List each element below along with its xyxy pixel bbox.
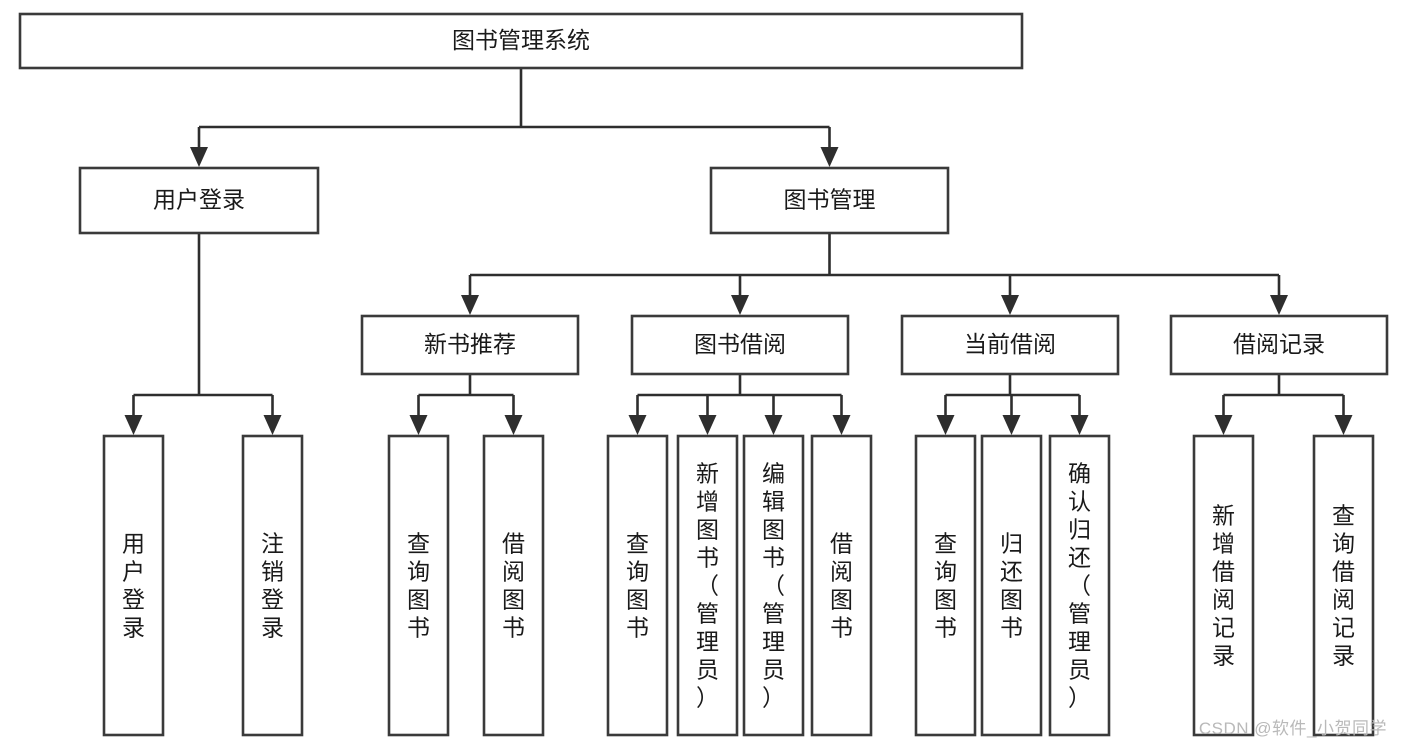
arrow-head-icon	[1214, 415, 1233, 435]
node-label-leaf-add-book: 新增图书（管理员）	[696, 461, 719, 711]
arrow-head-icon	[731, 295, 749, 315]
node-leaf-borrow-book-2[interactable]: 借阅图书	[810, 434, 873, 737]
node-leaf-confirm-return[interactable]: 确认归还（管理员）	[1048, 434, 1111, 737]
node-book-borrow[interactable]: 图书借阅	[630, 314, 850, 376]
node-box-leaf-edit-book	[742, 434, 805, 737]
arrow-head-icon	[832, 415, 851, 435]
node-leaf-logout[interactable]: 注销登录	[241, 434, 304, 737]
arrow-head-icon	[409, 415, 428, 435]
node-box-leaf-query-book-3	[914, 434, 977, 737]
node-box-book-manage	[709, 166, 950, 235]
node-label-new-book-rec: 新书推荐	[424, 331, 516, 357]
node-leaf-add-record[interactable]: 新增借阅记录	[1192, 434, 1255, 737]
edge-group-new-book-rec	[409, 374, 523, 435]
node-box-leaf-logout	[241, 434, 304, 737]
node-leaf-query-book-2[interactable]: 查询图书	[606, 434, 669, 737]
node-label-leaf-query-book-2: 查询图书	[626, 531, 649, 641]
node-box-leaf-confirm-return	[1048, 434, 1111, 737]
node-label-leaf-query-book-1: 查询图书	[407, 531, 430, 641]
node-label-leaf-logout: 注销登录	[261, 531, 284, 641]
edge-group-user-login	[124, 233, 282, 435]
arrow-head-icon	[1270, 295, 1288, 315]
node-box-new-book-rec	[360, 314, 580, 376]
node-box-leaf-query-book-1	[387, 434, 450, 737]
node-label-leaf-borrow-book-1: 借阅图书	[502, 531, 525, 641]
edge-group-borrow-record	[1214, 374, 1353, 435]
node-root[interactable]: 图书管理系统	[18, 12, 1024, 70]
node-box-root	[18, 12, 1024, 70]
arrow-head-icon	[698, 415, 717, 435]
node-label-leaf-return-book: 归还图书	[1000, 531, 1023, 641]
edge-group-root	[190, 68, 839, 167]
node-leaf-borrow-book-1[interactable]: 借阅图书	[482, 434, 545, 737]
node-box-leaf-return-book	[980, 434, 1043, 737]
node-label-leaf-user-login: 用户登录	[122, 531, 145, 641]
arrow-head-icon	[124, 415, 143, 435]
node-label-root: 图书管理系统	[452, 27, 590, 53]
node-box-user-login	[78, 166, 320, 235]
node-box-leaf-query-book-2	[606, 434, 669, 737]
node-box-leaf-add-book	[676, 434, 739, 737]
node-box-leaf-borrow-book-1	[482, 434, 545, 737]
node-box-leaf-borrow-book-2	[810, 434, 873, 737]
node-label-leaf-add-record: 新增借阅记录	[1212, 503, 1235, 669]
arrow-head-icon	[764, 415, 783, 435]
node-box-borrow-record	[1169, 314, 1389, 376]
arrow-head-icon	[628, 415, 647, 435]
node-borrow-record[interactable]: 借阅记录	[1169, 314, 1389, 376]
node-box-book-borrow	[630, 314, 850, 376]
arrow-head-icon	[1334, 415, 1353, 435]
node-leaf-add-book[interactable]: 新增图书（管理员）	[676, 434, 739, 737]
node-book-manage[interactable]: 图书管理	[709, 166, 950, 235]
node-label-book-borrow: 图书借阅	[694, 331, 786, 357]
arrow-head-icon	[461, 295, 479, 315]
node-label-current-borrow: 当前借阅	[964, 331, 1056, 357]
arrow-head-icon	[190, 147, 208, 167]
arrow-head-icon	[1001, 295, 1019, 315]
node-label-leaf-borrow-book-2: 借阅图书	[830, 531, 853, 641]
arrow-head-icon	[263, 415, 282, 435]
node-label-leaf-edit-book: 编辑图书（管理员）	[762, 461, 785, 711]
edge-group-book-manage	[461, 233, 1288, 315]
edge-group-current-borrow	[936, 374, 1089, 435]
edge-group-book-borrow	[628, 374, 851, 435]
node-leaf-edit-book[interactable]: 编辑图书（管理员）	[742, 434, 805, 737]
edges-layer	[124, 68, 1353, 435]
node-label-leaf-query-record: 查询借阅记录	[1332, 503, 1355, 669]
node-leaf-return-book[interactable]: 归还图书	[980, 434, 1043, 737]
nodes-layer: 图书管理系统用户登录图书管理新书推荐图书借阅当前借阅借阅记录用户登录注销登录查询…	[18, 12, 1389, 737]
node-label-leaf-confirm-return: 确认归还（管理员）	[1068, 461, 1091, 711]
node-leaf-query-book-1[interactable]: 查询图书	[387, 434, 450, 737]
node-user-login[interactable]: 用户登录	[78, 166, 320, 235]
node-box-leaf-add-record	[1192, 434, 1255, 737]
node-label-book-manage: 图书管理	[784, 187, 876, 213]
node-box-current-borrow	[900, 314, 1120, 376]
node-label-user-login: 用户登录	[153, 187, 245, 213]
node-leaf-query-book-3[interactable]: 查询图书	[914, 434, 977, 737]
node-leaf-user-login[interactable]: 用户登录	[102, 434, 165, 737]
arrow-head-icon	[504, 415, 523, 435]
arrow-head-icon	[820, 147, 839, 167]
node-label-borrow-record: 借阅记录	[1233, 331, 1325, 357]
node-box-leaf-user-login	[102, 434, 165, 737]
node-current-borrow[interactable]: 当前借阅	[900, 314, 1120, 376]
node-new-book-rec[interactable]: 新书推荐	[360, 314, 580, 376]
node-box-leaf-query-record	[1312, 434, 1375, 737]
arrow-head-icon	[1002, 415, 1021, 435]
node-leaf-query-record[interactable]: 查询借阅记录	[1312, 434, 1375, 737]
node-label-leaf-query-book-3: 查询图书	[934, 531, 957, 641]
arrow-head-icon	[936, 415, 955, 435]
arrow-head-icon	[1070, 415, 1089, 435]
